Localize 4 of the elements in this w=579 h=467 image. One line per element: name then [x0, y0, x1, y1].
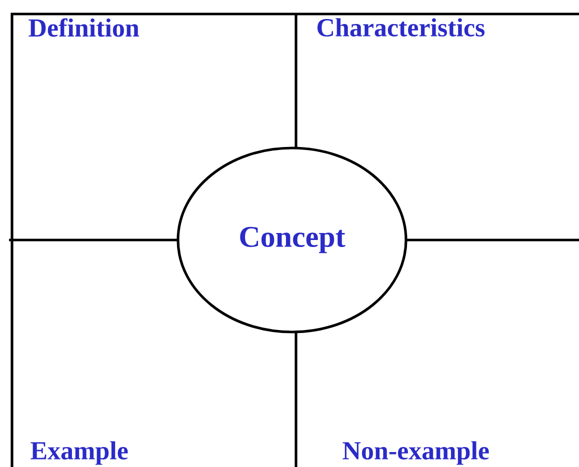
- quadrant-heading: Characteristics: [317, 18, 485, 36]
- quadrant-heading: Non-example: [342, 441, 489, 465]
- quadrant-heading: Example: [30, 441, 128, 465]
- quadrant-heading: Definition: [28, 18, 140, 37]
